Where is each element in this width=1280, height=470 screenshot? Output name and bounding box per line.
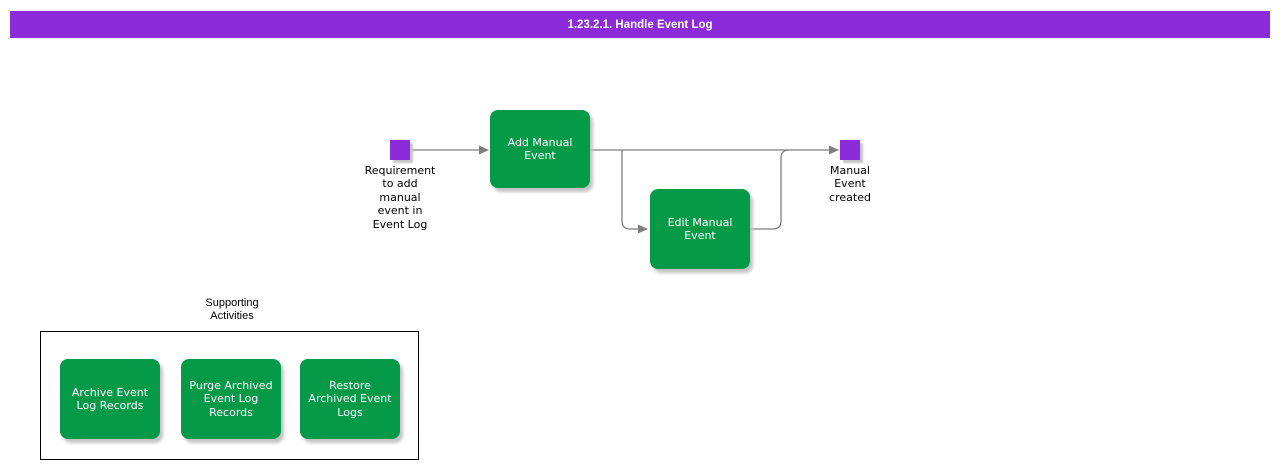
end-event-node <box>840 140 860 160</box>
activity-edit-manual-event[interactable]: Edit Manual Event <box>650 189 750 269</box>
arrowhead-into-end <box>829 145 839 155</box>
connector-edit-to-merge <box>750 149 790 230</box>
title-bar: 1.23.2.1. Handle Event Log <box>10 11 1270 38</box>
activity-add-manual-event[interactable]: Add Manual Event <box>490 110 590 188</box>
start-event-node <box>390 140 410 160</box>
activity-purge-label: Purge Archived Event Log Records <box>189 378 273 419</box>
arrowhead-into-edit <box>638 224 648 234</box>
activity-restore-archived-event-logs[interactable]: Restore Archived Event Logs <box>300 359 400 439</box>
arrowhead-into-add <box>479 145 489 155</box>
supporting-activities-heading: Supporting Activities <box>205 297 259 322</box>
activity-add-manual-event-label: Add Manual Event <box>507 135 573 163</box>
activity-archive-label: Archive Event Log Records <box>71 385 149 413</box>
start-event-label: Requirement to add manual event in Event… <box>364 164 436 231</box>
end-event-label: Manual Event created <box>829 164 871 204</box>
connector-branch-to-edit <box>621 150 639 230</box>
activity-archive-event-log-records[interactable]: Archive Event Log Records <box>60 359 160 439</box>
activity-purge-archived-event-log-records[interactable]: Purge Archived Event Log Records <box>181 359 281 439</box>
activity-edit-manual-event-label: Edit Manual Event <box>667 215 733 243</box>
page-title: 1.23.2.1. Handle Event Log <box>567 18 713 31</box>
activity-restore-label: Restore Archived Event Logs <box>308 378 392 419</box>
